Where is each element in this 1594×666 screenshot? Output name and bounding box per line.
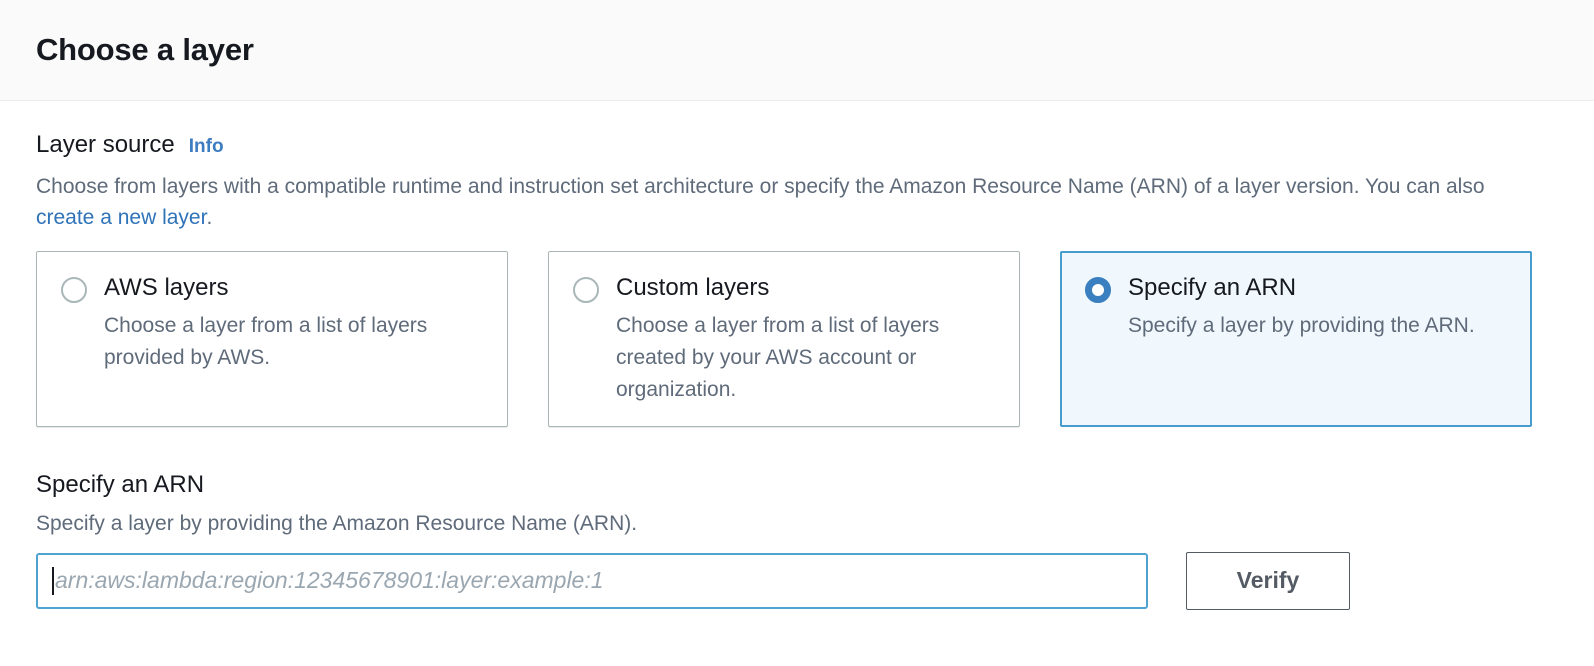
- radio-tile-specify-arn-title: Specify an ARN: [1128, 273, 1297, 301]
- verify-button[interactable]: Verify: [1186, 551, 1350, 610]
- radio-tile-specify-arn-text: Specify an ARN Specify a layer by provid…: [1128, 273, 1507, 406]
- radio-tile-custom-layers[interactable]: Custom layers Choose a layer from a list…: [548, 250, 1020, 427]
- layer-source-description: Choose from layers with a compatible run…: [36, 171, 1506, 234]
- radio-tile-aws-layers[interactable]: AWS layers Choose a layer from a list of…: [36, 250, 508, 427]
- radio-tile-custom-layers-description: Choose a layer from a list of layers cre…: [616, 313, 940, 401]
- radio-icon-custom-layers[interactable]: [573, 276, 599, 303]
- modal-body: Layer source Info Choose from layers wit…: [0, 101, 1594, 610]
- arn-section-description: Specify a layer by providing the Amazon …: [36, 511, 638, 535]
- arn-input[interactable]: arn:aws:lambda:region:12345678901:layer:…: [36, 552, 1148, 609]
- radio-icon-specify-arn[interactable]: [1085, 276, 1111, 303]
- radio-tile-custom-layers-title: Custom layers: [616, 273, 770, 301]
- layer-source-label: Layer source: [36, 131, 175, 158]
- arn-section-heading: Specify an ARN: [36, 470, 205, 498]
- layer-source-options: AWS layers Choose a layer from a list of…: [36, 250, 1558, 427]
- info-link[interactable]: Info: [188, 136, 224, 157]
- radio-tile-specify-arn-description: Specify a layer by providing the ARN.: [1128, 313, 1475, 337]
- arn-section: Specify an ARN Specify a layer by provid…: [36, 471, 1558, 610]
- arn-input-placeholder: arn:aws:lambda:region:12345678901:layer:…: [55, 567, 604, 594]
- modal-header: Choose a layer: [0, 0, 1594, 101]
- radio-tile-aws-layers-text: AWS layers Choose a layer from a list of…: [104, 273, 483, 406]
- radio-tile-custom-layers-text: Custom layers Choose a layer from a list…: [616, 273, 995, 406]
- layer-source-description-text-1: Choose from layers with a compatible run…: [36, 174, 1485, 198]
- radio-icon-aws-layers[interactable]: [61, 276, 87, 303]
- radio-tile-specify-arn[interactable]: Specify an ARN Specify a layer by provid…: [1060, 250, 1532, 427]
- layer-source-description-text-2: .: [206, 206, 213, 230]
- layer-source-label-row: Layer source Info: [36, 131, 1558, 160]
- arn-input-row: arn:aws:lambda:region:12345678901:layer:…: [36, 551, 1558, 610]
- create-new-layer-link[interactable]: create a new layer: [36, 206, 207, 230]
- radio-tile-aws-layers-description: Choose a layer from a list of layers pro…: [104, 313, 428, 369]
- text-caret-icon: [52, 566, 54, 595]
- page-title: Choose a layer: [36, 32, 254, 67]
- radio-tile-aws-layers-title: AWS layers: [104, 273, 229, 301]
